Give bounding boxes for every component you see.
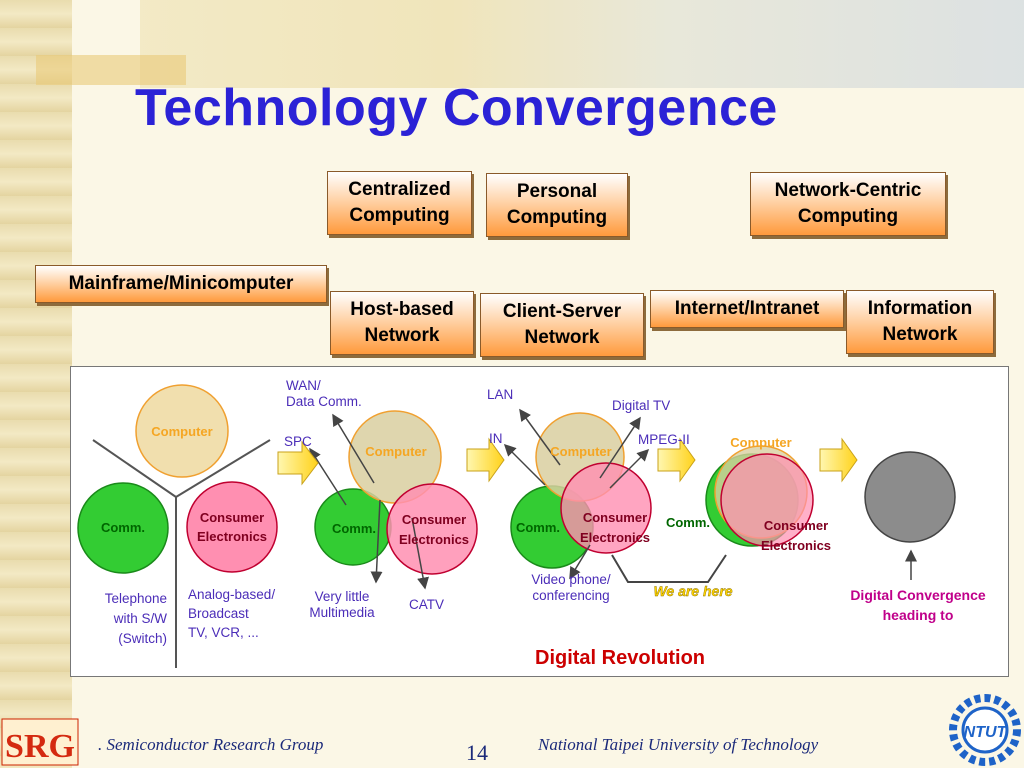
centralized-computing-label: Centralized Computing [348,179,451,226]
network-centric-computing-label: Network-Centric Computing [774,180,922,227]
lan-label: LAN [487,387,513,402]
mainframe-box: Mainframe/Minicomputer [35,265,327,303]
we-are-here-bracket [611,554,727,583]
stage2-comm-label: Comm. [332,521,376,536]
lan-pointer [519,408,561,466]
personal-computing-box: Personal Computing [486,173,628,237]
catv-pointer [411,517,429,590]
transition-arrow-4 [819,437,858,483]
stage1-consumer-circle [186,481,278,573]
video-phone-label: Video phone/conferencing [531,572,611,603]
information-network-label: Information Network [867,298,973,345]
transition-arrow-3 [657,437,696,483]
stage1-comm-label: Comm. [101,520,145,535]
wan-pointer [332,413,375,484]
video-phone-pointer [569,544,591,580]
multimedia-pointer [370,499,383,584]
digital-tv-pointer [599,416,641,479]
svg-text:SRG: SRG [5,728,75,765]
information-network-box: Information Network [846,290,994,354]
stage1-comm-circle [77,482,169,574]
mpeg-pointer [609,448,650,489]
stage4-computer-label: Computer [730,435,791,450]
digital-tv-label: Digital TV [612,398,670,413]
stage3-computer-label: Computer [550,444,611,459]
transition-arrow-2 [466,437,505,483]
host-based-network-box: Host-based Network [330,291,474,355]
client-server-network-label: Client-Server Network [502,301,622,348]
svg-text:NTUT: NTUT [964,724,1008,741]
spc-pointer [309,447,347,506]
srg-logo: SRG [1,718,79,766]
mpeg-label: MPEG-II [638,432,690,447]
footer-group-name: . Semiconductor Research Group [98,735,324,754]
transition-arrow-1 [277,440,319,486]
stage4-comm-label: Comm. [666,515,710,530]
stage3-consumer-circle [560,462,652,554]
branch-line-right [175,439,271,498]
spc-label: SPC [284,434,312,449]
digital-revolution-label: Digital Revolution [535,647,705,669]
background-top-banner [140,0,1024,88]
stage4-consumer-circle [720,453,814,547]
stage3-comm-label: Comm. [516,520,560,535]
stage1-computer-label: Computer [151,424,212,439]
ntut-logo: NTUT [949,694,1021,766]
in-label: IN [489,431,503,446]
centralized-computing-box: Centralized Computing [327,171,472,235]
digital-convergence-circle [864,451,956,543]
stage1-computer-circle [135,384,229,478]
catv-label: CATV [409,597,444,612]
branch-line-left [92,439,177,498]
page-number: 14 [466,740,488,765]
wan-label: WAN/Data Comm. [286,378,362,409]
footer-university: National Taipei University of Technology [538,735,819,754]
page-title: Technology Convergence [135,79,778,137]
network-centric-computing-box: Network-Centric Computing [750,172,946,236]
background-top-accent [36,55,186,85]
stage2-consumer-circle [386,483,478,575]
internet-intranet-box: Internet/Intranet [650,290,844,328]
in-pointer [503,443,546,486]
personal-computing-label: Personal Computing [506,181,608,228]
we-are-here-label: We are here [653,583,732,599]
mainframe-label: Mainframe/Minicomputer [68,273,294,294]
internet-intranet-label: Internet/Intranet [674,298,820,319]
background-left-strip [0,0,72,768]
client-server-network-box: Client-Server Network [480,293,644,357]
stage2-computer-label: Computer [365,444,426,459]
host-based-network-label: Host-based Network [350,299,454,346]
